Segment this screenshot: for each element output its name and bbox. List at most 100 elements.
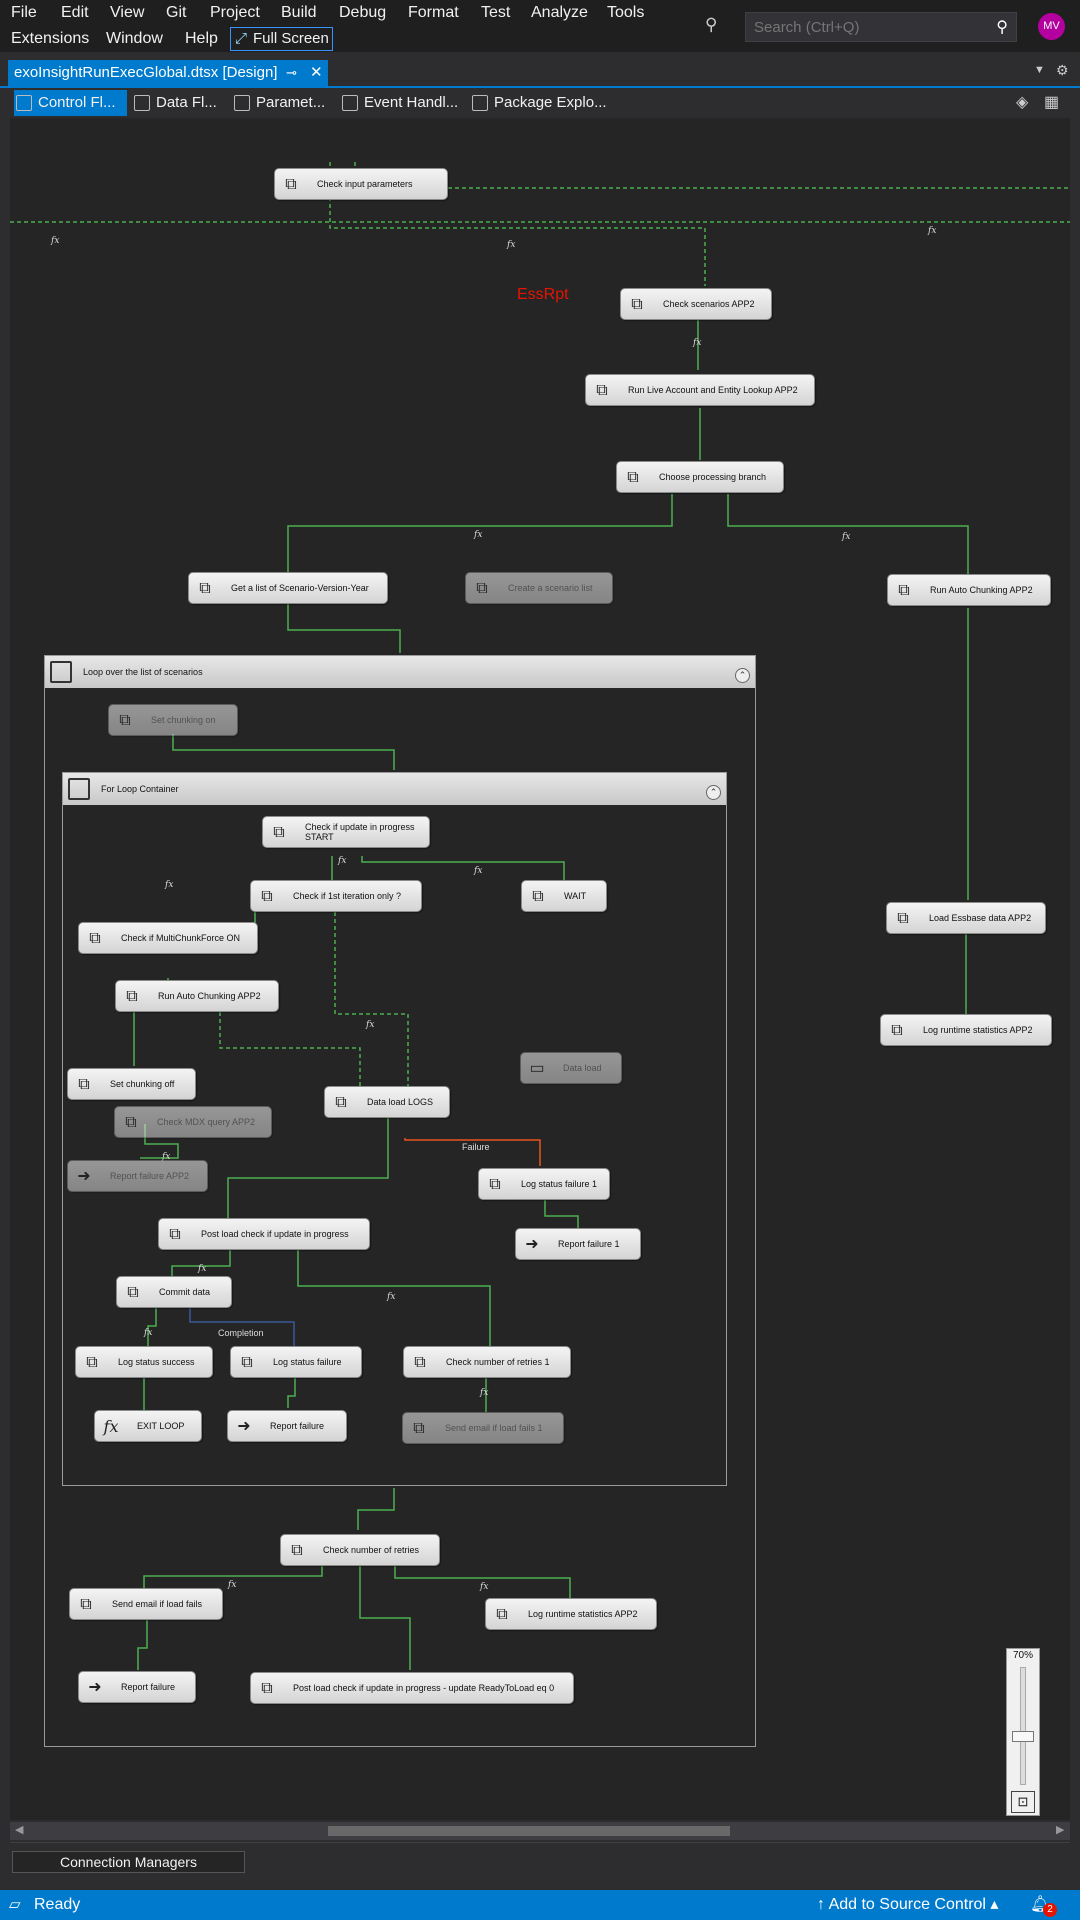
task-data-load-logs[interactable]: ⧉Data load LOGS (324, 1086, 450, 1118)
task-check-scenarios[interactable]: ⧉Check scenarios APP2 (620, 288, 772, 320)
tab-event-handlers[interactable]: Event Handl... (340, 90, 470, 116)
scroll-right-icon[interactable]: ▶ (1056, 1824, 1065, 1836)
zoom-to-fit-icon[interactable]: ⊡ (1011, 1791, 1035, 1813)
task-get-scenario-list[interactable]: ⧉Get a list of Scenario-Version-Year (188, 572, 388, 604)
zoom-slider-track[interactable] (1020, 1667, 1026, 1785)
tab-data-flow[interactable]: Data Fl... (132, 90, 227, 116)
avatar[interactable]: MV (1038, 13, 1065, 40)
search-input[interactable] (746, 13, 981, 41)
task-label: Log runtime statistics APP2 (923, 1025, 1033, 1035)
task-run-auto-chunking-top[interactable]: ⧉Run Auto Chunking APP2 (887, 574, 1051, 606)
tab-parameters[interactable]: Paramet... (232, 90, 337, 116)
task-log-runtime-statistics-bottom[interactable]: ⧉Log runtime statistics APP2 (485, 1598, 657, 1630)
expression-icon: fx (338, 856, 347, 866)
task-log-status-failure[interactable]: ⧉Log status failure (230, 1346, 362, 1378)
pin-icon[interactable]: ⊸ (286, 65, 297, 80)
grid-options-icon[interactable]: ▦ (1044, 94, 1060, 111)
menu-window[interactable]: Window (106, 30, 163, 47)
task-wait[interactable]: ⧉WAIT (521, 880, 607, 912)
task-run-auto-chunking-inner[interactable]: ⧉Run Auto Chunking APP2 (115, 980, 279, 1012)
close-icon[interactable]: ✕ (310, 64, 323, 81)
script-task-icon: ⧉ (413, 1420, 425, 1437)
scrollbar-thumb[interactable] (328, 1826, 730, 1836)
menu-file[interactable]: File (11, 4, 37, 21)
task-commit-data[interactable]: ⧉Commit data (116, 1276, 232, 1308)
horizontal-scrollbar[interactable]: ◀ ▶ (10, 1822, 1070, 1840)
task-label: Load Essbase data APP2 (929, 913, 1032, 923)
scroll-left-icon[interactable]: ◀ (15, 1824, 24, 1836)
for-loop-container[interactable]: For Loop Container⌃ (62, 772, 727, 1486)
task-check-input-parameters[interactable]: ⧉Check input parameters (274, 168, 448, 200)
task-label: Send email if load fails 1 (445, 1423, 543, 1433)
connection-managers-tab[interactable]: Connection Managers (12, 1851, 245, 1873)
menu-project[interactable]: Project (210, 4, 260, 21)
menu-format[interactable]: Format (408, 4, 459, 21)
task-check-1st-iteration[interactable]: ⧉Check if 1st iteration only ? (250, 880, 422, 912)
task-data-load[interactable]: ▭Data load (520, 1052, 622, 1084)
search-icon[interactable]: ⚲ (996, 19, 1008, 36)
task-check-number-of-retries[interactable]: ⧉Check number of retries (280, 1534, 440, 1566)
zoom-control: 70% ⊡ (1006, 1648, 1040, 1816)
menu-test[interactable]: Test (481, 4, 511, 21)
task-set-chunking-off[interactable]: ⧉Set chunking off (67, 1068, 196, 1100)
task-label: Run Live Account and Entity Lookup APP2 (628, 385, 798, 395)
collapse-button[interactable]: ⌃ (735, 668, 750, 683)
menu-view[interactable]: View (110, 4, 145, 21)
menu-debug[interactable]: Debug (339, 4, 387, 21)
tab-label: Package Explo... (494, 94, 607, 111)
gear-icon[interactable]: ⚙ (1056, 62, 1069, 78)
foreach-loop-container[interactable]: Loop over the list of scenarios⌃ (44, 655, 756, 1747)
task-load-essbase-data[interactable]: ⧉Load Essbase data APP2 (886, 902, 1046, 934)
task-send-email[interactable]: ⧉Send email if load fails (69, 1588, 223, 1620)
ready-icon: ▱ (9, 1896, 21, 1913)
add-to-source-control-button[interactable]: ↑ Add to Source Control ▴ (817, 1896, 999, 1913)
task-check-mdx-query[interactable]: ⧉Check MDX query APP2 (114, 1106, 272, 1138)
tab-package-explorer[interactable]: Package Explo... (470, 90, 620, 116)
task-post-load-update-readytoload[interactable]: ⧉Post load check if update in progress -… (250, 1672, 574, 1704)
task-report-failure-outer[interactable]: ➜Report failure (78, 1671, 196, 1703)
task-check-retries-1[interactable]: ⧉Check number of retries 1 (403, 1346, 571, 1378)
full-screen-button[interactable]: ⤢Full Screen (230, 27, 333, 51)
menu-git[interactable]: Git (166, 4, 187, 21)
task-label: Log status failure 1 (521, 1179, 598, 1189)
tab-control-flow[interactable]: Control Fl... (14, 90, 127, 116)
menu-analyze[interactable]: Analyze (531, 4, 588, 21)
task-label: Report failure APP2 (110, 1171, 190, 1181)
task-label: Create a scenario list (508, 583, 593, 593)
menu-tools[interactable]: Tools (607, 4, 645, 21)
task-post-load-check[interactable]: ⧉Post load check if update in progress (158, 1218, 370, 1250)
task-set-chunking-on[interactable]: ⧉Set chunking on (108, 704, 238, 736)
zoom-slider-thumb[interactable] (1012, 1731, 1034, 1742)
task-send-email-1[interactable]: ⧉ Send email if load fails 1 (402, 1412, 564, 1444)
document-tab[interactable]: exoInsightRunExecGlobal.dtsx [Design] ⊸ … (8, 60, 328, 86)
variables-icon[interactable]: ◈ (1016, 94, 1029, 111)
control-flow-canvas[interactable]: fx fx fx fx fx fx EssRpt ⧉Check input pa… (10, 118, 1070, 1820)
collapse-button[interactable]: ⌃ (706, 785, 721, 800)
task-create-scenario-list[interactable]: ⧉Create a scenario list (465, 572, 613, 604)
menu-help[interactable]: Help (185, 30, 218, 47)
task-label: Check if 1st iteration only ? (293, 891, 402, 901)
task-report-failure-1[interactable]: ➜Report failure 1 (515, 1228, 641, 1260)
task-report-failure-inner[interactable]: ➜Report failure (227, 1410, 347, 1442)
expression-icon: fx (387, 1292, 396, 1302)
annotation-text[interactable]: EssRpt (517, 286, 569, 303)
tab-dropdown-icon[interactable]: ▼ (1034, 64, 1045, 76)
task-label: Get a list of Scenario-Version-Year (231, 583, 369, 593)
menu-edit[interactable]: Edit (61, 4, 89, 21)
sql-task-icon: ⧉ (285, 176, 297, 193)
task-log-runtime-statistics-right[interactable]: ⧉Log runtime statistics APP2 (880, 1014, 1052, 1046)
menu-build[interactable]: Build (281, 4, 317, 21)
task-report-failure-app2[interactable]: ➜Report failure APP2 (67, 1160, 208, 1192)
task-log-status-failure-1[interactable]: ⧉Log status failure 1 (478, 1168, 610, 1200)
menu-extensions[interactable]: Extensions (11, 30, 90, 47)
task-label: Check MDX query APP2 (157, 1117, 256, 1127)
task-run-live-lookup[interactable]: ⧉Run Live Account and Entity Lookup APP2 (585, 374, 815, 406)
full-screen-label: Full Screen (253, 30, 329, 47)
task-label: Check scenarios APP2 (663, 299, 755, 309)
feedback-icon[interactable]: ⚲ (705, 15, 718, 34)
task-check-update-start[interactable]: ⧉Check if update in progress START (262, 816, 430, 848)
task-log-status-success[interactable]: ⧉Log status success (75, 1346, 213, 1378)
task-choose-processing-branch[interactable]: ⧉Choose processing branch (616, 461, 784, 493)
task-check-multichunkforce[interactable]: ⧉Check if MultiChunkForce ON (78, 922, 258, 954)
